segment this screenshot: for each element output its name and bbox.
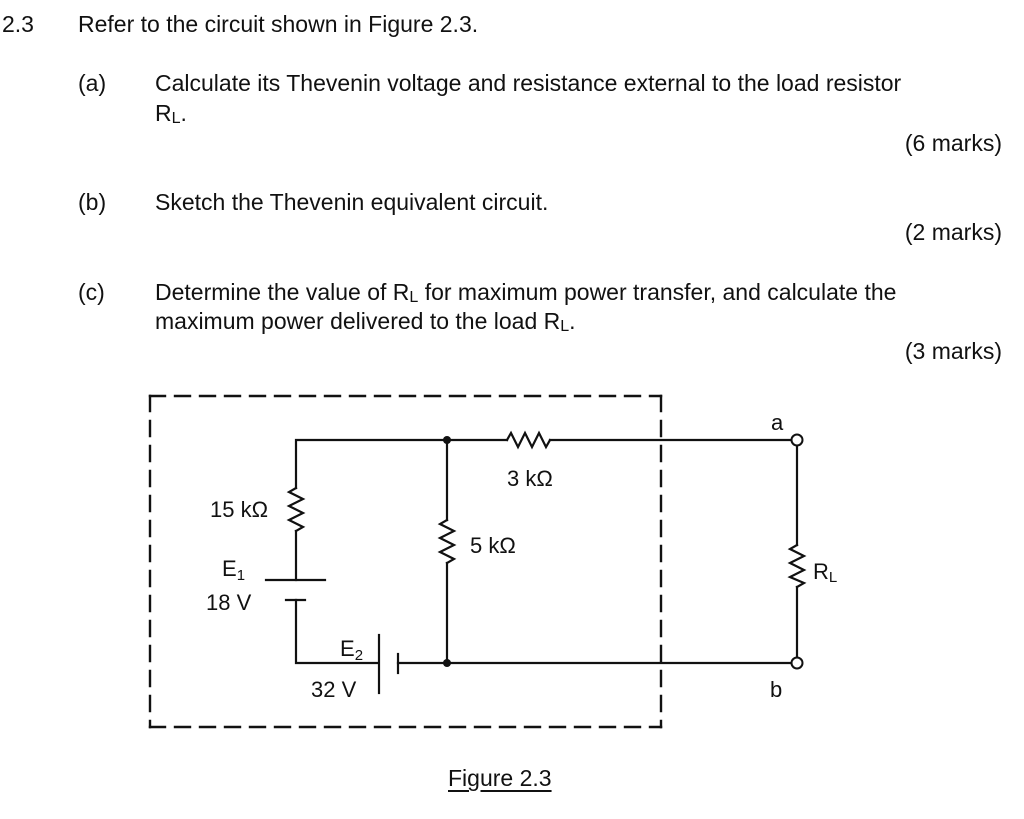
rl-sub: L (829, 569, 837, 586)
junction-node-bottom (443, 659, 451, 667)
part-b-text: Sketch the Thevenin equivalent circuit. (155, 189, 549, 215)
resistor-5k-symbol (437, 518, 457, 565)
rl-subscript: L (560, 318, 570, 335)
resistor-rl-symbol (787, 543, 807, 589)
part-a-marks: (6 marks) (904, 130, 1002, 156)
junction-node-top (443, 436, 451, 444)
e1-main: E (222, 556, 237, 581)
text: for maximum power transfer, and calculat… (418, 279, 897, 305)
label-r3: 3 kΩ (507, 466, 553, 491)
part-c-label: (c) (78, 279, 105, 305)
part-a-text-line2: RL. (155, 100, 187, 130)
e1-sub: 1 (237, 567, 245, 584)
resistor-3k-symbol (505, 430, 552, 450)
thevenin-boundary-box (148, 394, 663, 729)
rl-symbol: R (155, 100, 172, 126)
label-e2-value: 32 V (311, 677, 357, 702)
part-c-text-line2: maximum power delivered to the load RL. (155, 308, 576, 338)
terminal-b-icon (790, 656, 804, 670)
part-a-text-line1: Calculate its Thevenin voltage and resis… (155, 70, 902, 96)
label-e1-value: 18 V (206, 590, 252, 615)
label-r1: 15 kΩ (210, 497, 268, 522)
figure-caption: Figure 2.3 (448, 765, 552, 791)
label-e1: E1 (222, 556, 245, 584)
part-c-marks: (3 marks) (904, 338, 1002, 364)
e2-sub: 2 (355, 647, 363, 664)
rl-subscript: L (409, 289, 419, 306)
part-c-text-line1: Determine the value of RL for maximum po… (155, 279, 896, 309)
text: Determine the value of R (155, 279, 410, 305)
text: maximum power delivered to the load R (155, 308, 561, 334)
question-number: 2.3 (2, 11, 34, 37)
part-a-label: (a) (78, 70, 107, 96)
wire-top-left (294, 438, 509, 490)
e2-main: E (340, 636, 355, 661)
resistor-15k-symbol (286, 486, 306, 533)
wire-left-lower (294, 598, 380, 665)
label-terminal-a: a (771, 410, 784, 435)
rl-main: R (813, 559, 829, 584)
label-r2: 5 kΩ (470, 533, 516, 558)
question-intro: Refer to the circuit shown in Figure 2.3… (78, 11, 479, 37)
text: . (569, 308, 576, 334)
label-e2: E2 (340, 636, 363, 664)
rl-subscript: L (171, 110, 181, 127)
part-b-label: (b) (78, 189, 107, 215)
terminal-a-icon (790, 433, 804, 447)
label-rl: RL (813, 559, 837, 586)
part-b-marks: (2 marks) (904, 219, 1002, 245)
label-terminal-b: b (770, 677, 782, 702)
punctuation: . (180, 100, 187, 126)
